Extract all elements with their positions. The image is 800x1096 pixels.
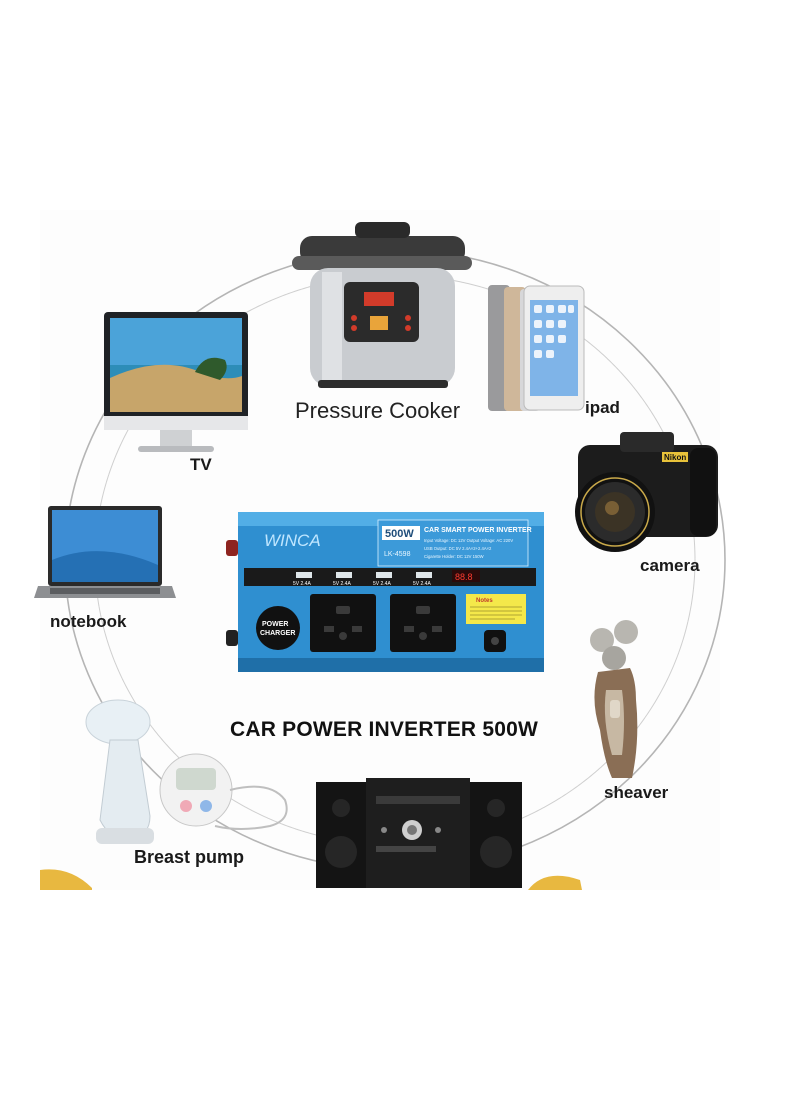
usb-label-4: 5V 2.4A bbox=[413, 581, 431, 587]
label-breast-pump: Breast pump bbox=[134, 847, 245, 867]
tv-image bbox=[104, 312, 248, 452]
notes-title: Notes bbox=[476, 598, 493, 604]
voltage-display: 88.8 bbox=[455, 572, 473, 582]
usb-label-2: 5V 2.4A bbox=[333, 581, 351, 587]
stereo-image bbox=[316, 778, 522, 888]
shaver-image bbox=[590, 620, 638, 778]
usb-label-3: 5V 2.4A bbox=[373, 581, 391, 587]
label-tv: TV bbox=[190, 455, 212, 474]
gold-accent-right bbox=[528, 875, 582, 890]
label-notebook: notebook bbox=[50, 612, 127, 631]
inverter-title: CAR SMART POWER INVERTER bbox=[424, 527, 532, 534]
breast-pump-image bbox=[85, 699, 288, 844]
inverter-model: LK-4598 bbox=[384, 551, 411, 558]
usb-port-2 bbox=[336, 572, 352, 578]
inverter-brand: WINCA bbox=[264, 531, 321, 550]
inverter-spec-3: Cigarette Holder: DC 12V 150W bbox=[424, 554, 484, 559]
badge-line-1: POWER bbox=[262, 621, 288, 628]
power-inverter-image: WINCA 500W LK-4598 CAR SMART POWER INVER… bbox=[226, 512, 544, 672]
product-headline: CAR POWER INVERTER 500W bbox=[230, 718, 538, 741]
usb-label-1: 5V 2.4A bbox=[293, 581, 311, 587]
usb-port-1 bbox=[296, 572, 312, 578]
usb-port-4 bbox=[416, 572, 432, 578]
label-pressure-cooker: Pressure Cooker bbox=[295, 398, 461, 423]
inverter-spec-1: Input Voltage: DC 12V Output Voltage: AC… bbox=[424, 538, 513, 543]
notebook-image bbox=[34, 506, 176, 598]
usb-port-3 bbox=[376, 572, 392, 578]
label-sheaver: sheaver bbox=[604, 783, 669, 802]
gold-accent-left bbox=[40, 869, 92, 890]
camera-image: Nikon bbox=[575, 432, 718, 552]
ipad-image bbox=[488, 285, 585, 411]
inverter-wattage: 500W bbox=[385, 528, 414, 540]
label-ipad: ipad bbox=[585, 398, 620, 417]
camera-brand: Nikon bbox=[664, 453, 686, 462]
badge-line-2: CHARGER bbox=[260, 630, 295, 637]
label-camera: camera bbox=[640, 556, 700, 575]
pressure-cooker-image bbox=[292, 222, 472, 388]
inverter-spec-2: USB Output: DC 5V 2.4A×2+2.4A×2 bbox=[424, 546, 492, 551]
